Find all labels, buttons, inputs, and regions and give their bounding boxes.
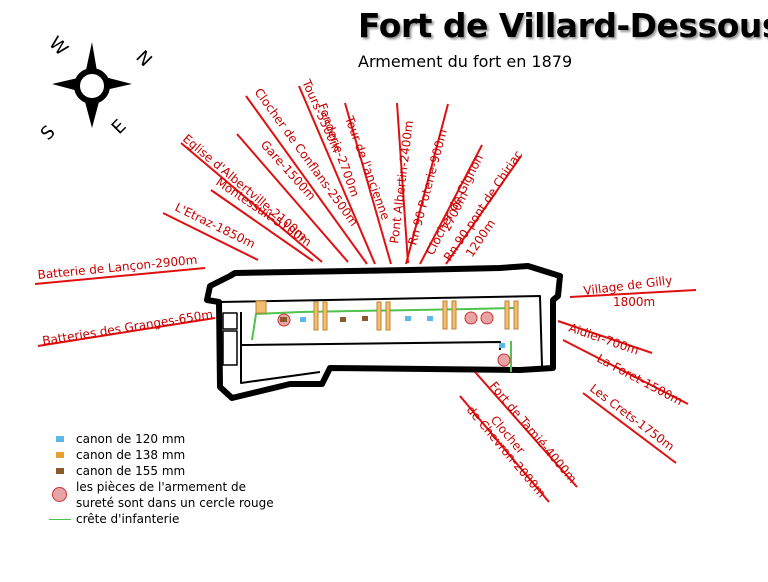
fort-plan [204, 263, 563, 401]
target-line-conflans [245, 95, 368, 265]
compass-s-label: S [37, 122, 60, 145]
traverse-2 [376, 301, 391, 331]
crest-line-icon [49, 519, 71, 520]
traverse-3 [442, 300, 457, 330]
gun-120-c [427, 316, 433, 321]
gun-138-west [255, 300, 267, 314]
legend-label: sureté sont dans un cercle rouge [76, 496, 274, 510]
gun-120-d [499, 343, 505, 348]
surete-circle-4 [497, 353, 511, 367]
target-line-granges [37, 317, 216, 347]
target-line-albertville [180, 142, 323, 263]
target-label: 1800m [613, 295, 655, 309]
target-line-gare [236, 133, 349, 263]
fort-bastion-box-1 [222, 312, 238, 330]
fort-inner-west [240, 312, 321, 384]
target-line-gilly [569, 289, 697, 298]
gun-120-a [300, 317, 306, 322]
infantry-crest-line-1 [251, 307, 517, 341]
gun-155-a [280, 317, 287, 322]
gun-120-icon [56, 436, 64, 442]
target-label: L'Etraz-1850m [173, 200, 258, 251]
target-line-aidier [557, 320, 653, 354]
target-line-chevron [459, 395, 550, 503]
gun-155-b [340, 317, 346, 322]
target-label: Batterie de Lançon-2900m [37, 253, 198, 282]
page-subtitle: Armement du fort en 1879 [358, 52, 573, 71]
compass-ring [74, 68, 110, 104]
target-line-montessuit [210, 189, 314, 262]
legend-item-120: canon de 120 mm [48, 431, 274, 447]
gun-120-b [405, 316, 411, 321]
target-label: de Chevron-2000m [464, 403, 549, 500]
traverse-1 [313, 301, 328, 331]
target-label: Batteries des Granges-650m [41, 307, 214, 348]
target-line-tamie [474, 371, 578, 488]
fort-inner-wall [219, 295, 543, 367]
legend-item-crest: crête d'infanterie [48, 511, 274, 527]
target-line-fonderie [344, 102, 392, 265]
surete-circle-2 [464, 311, 478, 325]
target-line-etraz [162, 212, 259, 261]
target-label: Eglise d'Albertville-2100m [180, 132, 310, 244]
compass-n-label: N [131, 47, 155, 71]
gun-155-sureté [255, 300, 267, 314]
infantry-crest [251, 307, 517, 372]
legend-label: canon de 138 mm [76, 448, 186, 462]
red-circle-icon [52, 487, 67, 502]
legend-label: canon de 155 mm [76, 464, 186, 478]
page-title: Fort de Villard-Dessous [358, 6, 768, 45]
target-line-chiriac [445, 155, 522, 265]
legend-item-155: canon de 155 mm [48, 463, 274, 479]
surete-circle-3 [480, 311, 494, 325]
target-line-foret [562, 339, 689, 405]
compass-w-label: W [44, 33, 72, 61]
target-line-crets [582, 392, 677, 464]
gun-155-c [362, 316, 368, 321]
target-line-lancon [34, 267, 206, 285]
target-line-albertin [396, 102, 409, 264]
gun-155-icon [56, 468, 64, 474]
traverse-4 [504, 300, 519, 330]
legend: canon de 120 mm canon de 138 mm canon de… [48, 431, 274, 527]
fort-outer-wall [204, 263, 563, 401]
guns [255, 300, 519, 367]
target-line-gignon [419, 144, 483, 265]
legend-item-surete: les pièces de l'armement de sureté sont … [48, 479, 274, 511]
target-line-tours [298, 85, 376, 265]
legend-label: les pièces de l'armement de [76, 480, 246, 494]
target-line-poterie [405, 103, 449, 265]
gun-138-icon [56, 452, 64, 458]
compass-e-label: E [108, 116, 131, 139]
legend-label: canon de 120 mm [76, 432, 186, 446]
fort-bastion-box-2 [222, 330, 238, 366]
legend-item-138: canon de 138 mm [48, 447, 274, 463]
target-lines [34, 85, 697, 503]
fort-courtyard [240, 341, 501, 350]
legend-label: crête d'infanterie [76, 512, 180, 526]
compass-rose: N E S W [37, 33, 156, 145]
